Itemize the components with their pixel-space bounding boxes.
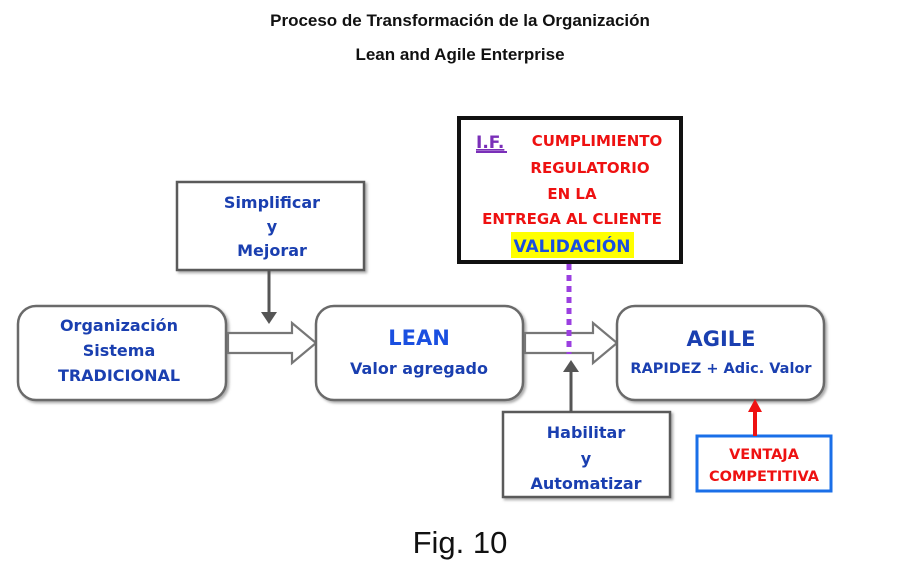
node-compliance: I.F. CUMPLIMIENTO REGULATORIO EN LA ENTR… xyxy=(457,116,683,264)
enable-line-3: Automatizar xyxy=(530,474,641,493)
node-enable: Habilitar y Automatizar xyxy=(501,410,672,499)
compliance-line-2: REGULATORIO xyxy=(530,159,649,177)
enable-line-1: Habilitar xyxy=(547,423,626,442)
compliance-line-3: EN LA xyxy=(547,185,597,203)
simplify-line-2: y xyxy=(267,217,278,236)
simplify-line-1: Simplificar xyxy=(224,193,320,212)
advantage-line-2: COMPETITIVA xyxy=(709,469,820,485)
simplify-line-3: Mejorar xyxy=(237,241,307,260)
lean-title: LEAN xyxy=(388,326,450,350)
title-line-2: Lean and Agile Enterprise xyxy=(355,45,565,64)
traditional-line-1: Organización xyxy=(60,316,178,335)
simplify-down-arrow xyxy=(261,270,277,324)
traditional-line-3: TRADICIONAL xyxy=(58,366,180,385)
node-advantage: VENTAJA COMPETITIVA xyxy=(695,434,833,493)
node-simplify: Simplificar y Mejorar xyxy=(175,180,366,272)
compliance-line-1: CUMPLIMIENTO xyxy=(532,132,663,150)
node-traditional: Organización Sistema TRADICIONAL xyxy=(16,304,228,402)
agile-subtitle: RAPIDEZ + Adic. Valor xyxy=(630,361,812,377)
title-line-1: Proceso de Transformación de la Organiza… xyxy=(270,11,650,30)
enable-line-2: y xyxy=(581,449,592,468)
agile-title: AGILE xyxy=(686,327,755,351)
validation-highlight: VALIDACIÓN xyxy=(513,235,630,257)
node-lean: LEAN Valor agregado xyxy=(314,304,525,402)
traditional-line-2: Sistema xyxy=(83,341,156,360)
compliance-tag: I.F. xyxy=(476,133,504,153)
figure-caption: Fig. 10 xyxy=(412,525,508,560)
node-agile: AGILE RAPIDEZ + Adic. Valor xyxy=(615,304,826,402)
advantage-up-arrow xyxy=(748,399,762,436)
compliance-line-4: ENTREGA AL CLIENTE xyxy=(482,210,662,228)
enable-up-arrow xyxy=(563,360,579,412)
advantage-line-1: VENTAJA xyxy=(729,447,800,463)
lean-subtitle: Valor agregado xyxy=(350,359,488,378)
arrow-traditional-to-lean xyxy=(226,320,318,366)
